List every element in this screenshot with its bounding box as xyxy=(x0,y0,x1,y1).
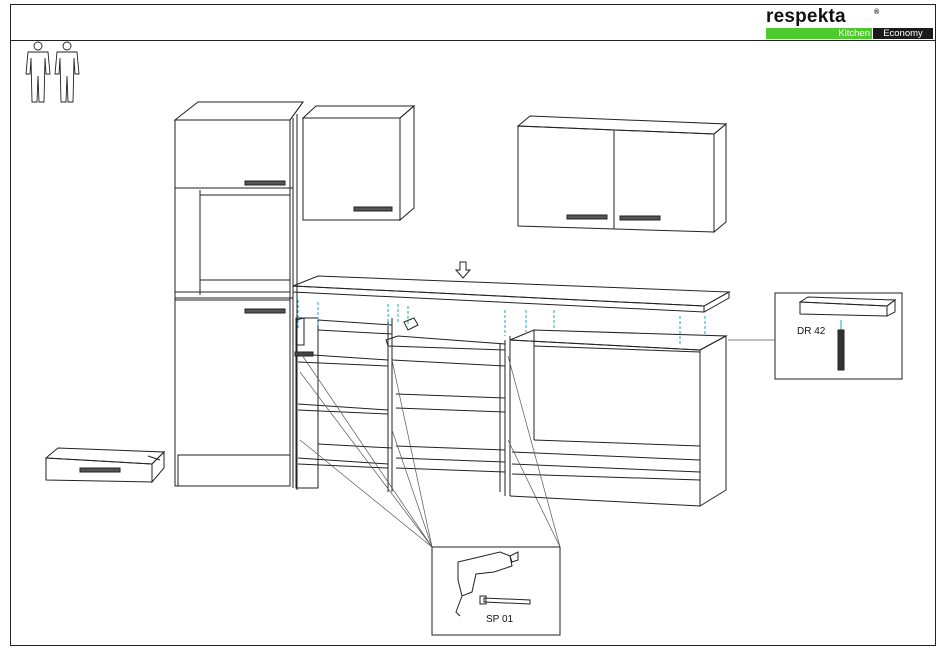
screw-icon xyxy=(480,596,530,604)
base-cabinet-2 xyxy=(386,318,510,496)
tool-label: SP 01 xyxy=(486,614,513,625)
base-cabinet-3 xyxy=(510,330,726,506)
drill-icon xyxy=(456,552,518,616)
fastener-icon xyxy=(838,320,844,370)
alignment-guides xyxy=(298,300,705,344)
callout-lines-drill xyxy=(300,352,560,547)
two-persons-icon xyxy=(26,42,79,102)
worktop xyxy=(293,276,729,312)
tall-unit xyxy=(175,102,303,490)
wall-cabinet-single xyxy=(303,106,414,220)
loose-drawer xyxy=(46,448,164,482)
fastener-label: DR 42 xyxy=(797,326,825,337)
wall-cabinet-double xyxy=(518,116,726,232)
arrow-down-icon xyxy=(456,262,470,278)
